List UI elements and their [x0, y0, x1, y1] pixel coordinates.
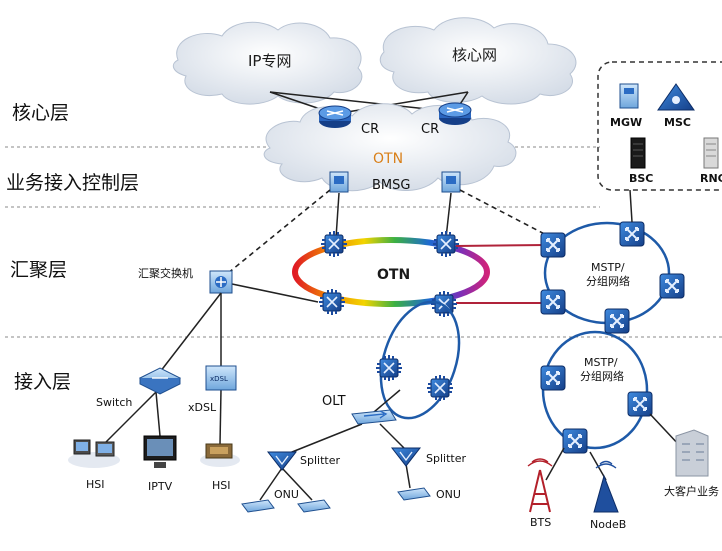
- mgw-label: MGW: [610, 116, 642, 129]
- layer-label-access: 接入层: [14, 371, 71, 393]
- layer-label-service-control: 业务接入控制层: [6, 172, 139, 194]
- link-bmsg-otn-left: [335, 192, 340, 239]
- mgw-device: [619, 83, 639, 109]
- core-network-label: 核心网: [452, 46, 497, 64]
- mstp-node-8: [562, 428, 588, 454]
- otn-node-2: [432, 230, 460, 258]
- mstp-lower-label-2: 分组网络: [580, 369, 624, 383]
- splitter-left-device: [266, 451, 298, 471]
- nodeb-label: NodeB: [590, 518, 626, 531]
- bsc-device: [630, 137, 646, 169]
- switch-label: Switch: [96, 396, 132, 409]
- mstp-node-1: [540, 232, 566, 258]
- core-panel-box: [597, 61, 722, 191]
- mstp-node-6: [540, 365, 566, 391]
- mstp-lower-label: MSTP/: [584, 356, 618, 369]
- xdsl-device: xDSL: [205, 365, 237, 391]
- mstp-upper-label: MSTP/: [591, 261, 625, 274]
- ip-network-label: IP专网: [248, 52, 291, 70]
- mstp-node-3: [659, 273, 685, 299]
- enterprise-label: 大客户业务: [664, 484, 719, 498]
- bmsg-label: BMSG: [372, 178, 410, 193]
- olt-ring: [379, 300, 461, 420]
- mstp-node-7: [627, 391, 653, 417]
- olt-ring-node-2: [426, 374, 454, 402]
- iptv-device: [143, 435, 177, 468]
- cr-right-label: CR: [421, 122, 439, 137]
- switch-device: [138, 367, 182, 395]
- ip-network-cloud: IP专网: [172, 21, 363, 105]
- enterprise-building: [675, 429, 709, 477]
- hsi-left-device: [68, 439, 120, 468]
- core-network-cloud: 核心网: [379, 17, 577, 105]
- link-panel-mstp: [629, 189, 633, 223]
- onu-left-device-1: [241, 499, 275, 513]
- mstp-node-5: [604, 308, 630, 334]
- splitter-right-label: Splitter: [426, 452, 466, 465]
- layer-label-aggregation: 汇聚层: [10, 259, 67, 281]
- red-link-upper: [455, 244, 547, 247]
- bts-tower: [527, 458, 553, 513]
- msc-label: MSC: [664, 116, 691, 129]
- rnc-device: [703, 137, 719, 169]
- iptv-label: IPTV: [148, 480, 173, 493]
- bsc-label: BSC: [629, 172, 653, 185]
- mstp-node-2: [619, 221, 645, 247]
- bmsg-device-left: [329, 171, 349, 193]
- cr-router-left: [318, 105, 352, 128]
- hsi-left-label: HSI: [86, 478, 105, 491]
- olt-label: OLT: [322, 394, 346, 409]
- agg-switch-device: [209, 270, 233, 294]
- hsi-right-label: HSI: [212, 479, 231, 492]
- onu-left-label: ONU: [274, 488, 299, 501]
- mstp-node-4: [540, 289, 566, 315]
- nodeb-tower: [593, 460, 619, 513]
- msc-device: [657, 83, 695, 111]
- otn-top-label: OTN: [373, 151, 403, 167]
- otn-ring: [292, 237, 490, 307]
- onu-left-device-2: [297, 499, 331, 513]
- bts-label: BTS: [530, 516, 551, 529]
- xdsl-label: xDSL: [188, 401, 217, 414]
- layer-label-core: 核心层: [12, 102, 69, 124]
- link-agg-otn: [231, 283, 319, 303]
- otn-ring-label: OTN: [377, 267, 410, 283]
- access-links: [103, 292, 681, 501]
- cr-router-right: [438, 102, 472, 125]
- mstp-upper-label-2: 分组网络: [586, 274, 630, 288]
- otn-node-1: [320, 230, 348, 258]
- splitter-right-device: [390, 447, 422, 467]
- agg-switch-label: 汇聚交换机: [138, 266, 193, 280]
- olt-device: [351, 409, 397, 425]
- bmsg-device-right: [441, 171, 461, 193]
- cr-left-label: CR: [361, 122, 379, 137]
- rnc-label: RNC: [700, 172, 722, 185]
- hsi-right-device: [200, 443, 240, 467]
- onu-right-label: ONU: [436, 488, 461, 501]
- splitter-left-label: Splitter: [300, 454, 340, 467]
- xdsl-device-text: xDSL: [210, 375, 228, 383]
- dashed-link-agg: [221, 189, 331, 279]
- link-bmsg-otn-right: [445, 192, 452, 239]
- dashed-link-mstp: [459, 189, 557, 241]
- onu-right-device: [397, 487, 431, 501]
